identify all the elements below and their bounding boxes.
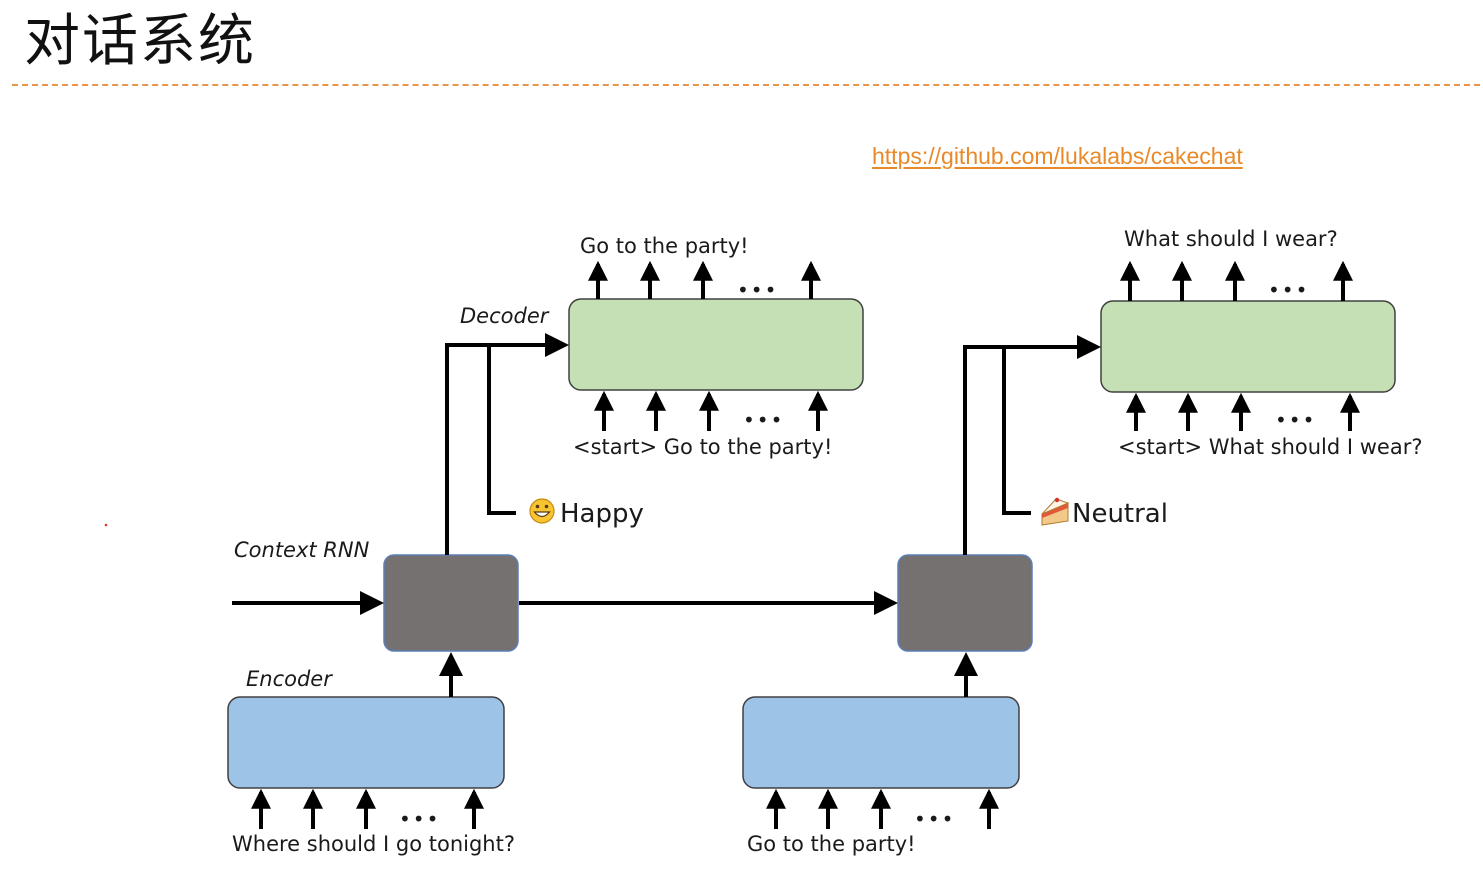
emotion-neutral-label: Neutral [1072, 499, 1168, 529]
emotion1-connector [487, 345, 516, 515]
turn2-input-text: Go to the party! [747, 832, 916, 856]
decoder1-output-arrows [588, 260, 821, 299]
decoder-label: Decoder [460, 304, 550, 328]
encoder1-input-arrows [251, 788, 484, 829]
encoder-box-1 [227, 696, 505, 789]
turn2-decoder-input-text: <start> What should I wear? [1118, 435, 1423, 459]
context2-to-decoder-arrow [963, 335, 1101, 555]
source-link[interactable]: https://github.com/lukalabs/cakechat [872, 143, 1243, 169]
decoder-box-2 [1100, 300, 1396, 393]
emotion-happy-label: Happy [560, 499, 644, 529]
decoder-box-1 [568, 298, 864, 391]
decoder2-output-ellipsis: ••• [1268, 278, 1309, 302]
context-rnn-box-1 [383, 554, 519, 652]
title-divider [12, 84, 1480, 86]
context-rnn-label: Context RNN [234, 538, 370, 562]
slide-title: 对话系统 [24, 9, 256, 74]
decoder1-output-ellipsis: ••• [737, 278, 778, 302]
context1-to-decoder-arrow [445, 333, 569, 555]
context-rnn-box-2 [897, 554, 1033, 652]
decoder1-input-ellipsis: ••• [743, 408, 784, 432]
turn1-decoder-input-text: <start> Go to the party! [573, 435, 832, 459]
red-speck [104, 523, 108, 527]
encoder2-ellipsis: ••• [914, 807, 955, 831]
decoder2-input-arrows [1126, 392, 1360, 431]
encoder1-ellipsis: ••• [399, 807, 440, 831]
emotion2-connector [1002, 347, 1031, 515]
encoder2-input-arrows [766, 788, 999, 829]
encoder-box-2 [742, 696, 1020, 789]
turn2-output-text: What should I wear? [1124, 227, 1338, 251]
encoder-label: Encoder [246, 667, 333, 691]
turn1-output-text: Go to the party! [580, 234, 749, 258]
grinning-face-icon [529, 498, 555, 524]
decoder1-input-arrows [594, 390, 828, 431]
decoder2-input-ellipsis: ••• [1275, 408, 1316, 432]
turn1-input-text: Where should I go tonight? [232, 832, 515, 856]
decoder2-output-arrows [1120, 260, 1353, 301]
cake-icon [1041, 497, 1070, 526]
